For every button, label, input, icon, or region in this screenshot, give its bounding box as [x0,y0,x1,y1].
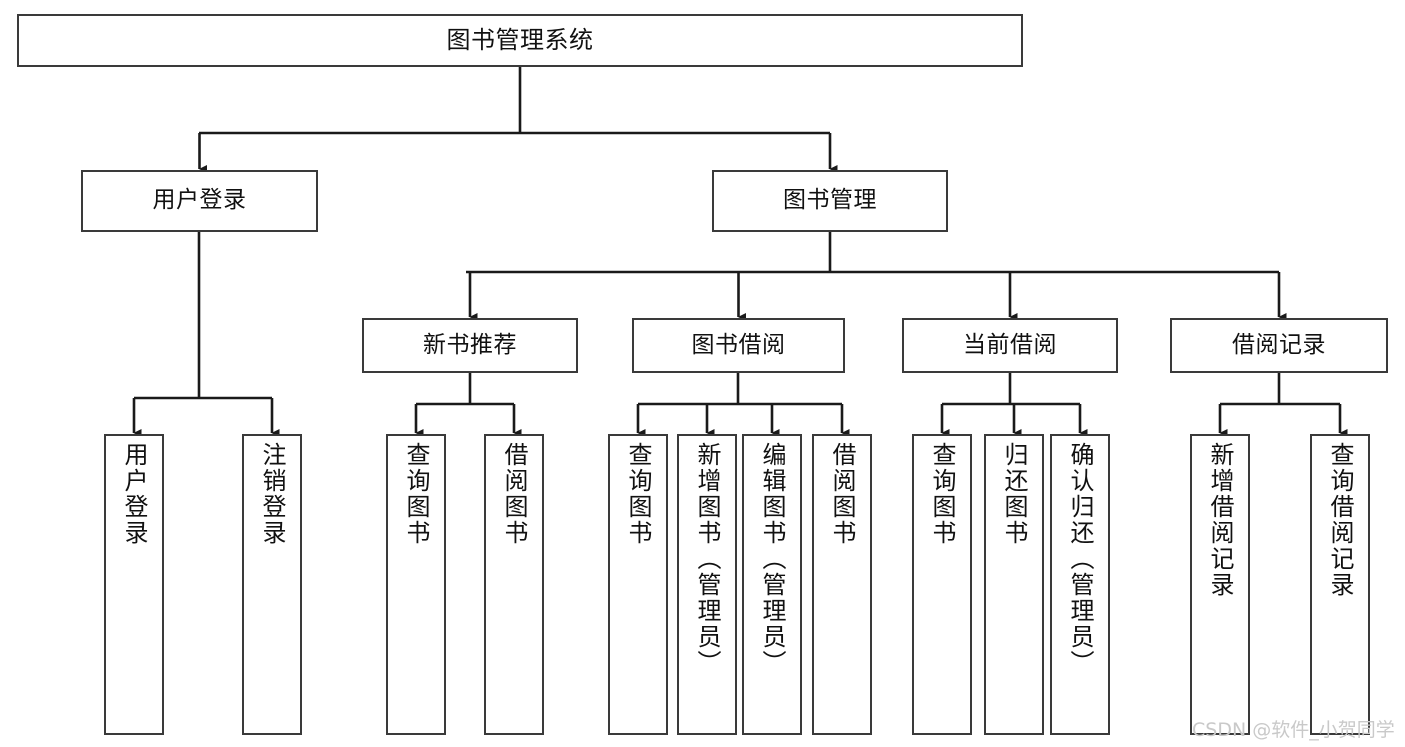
node-book-borrowing[interactable]: 图书借阅 [632,318,845,373]
node-leaf-query-book-3[interactable]: 查询图书 [912,434,972,735]
node-leaf-query-book-1[interactable]: 查询图书 [386,434,446,735]
node-label: 查询图书 [402,442,430,546]
node-label: 用户登录 [120,442,148,546]
node-label: 查询图书 [928,442,956,546]
node-label: 当前借阅 [963,331,1057,358]
node-label: 查询图书 [624,442,652,546]
node-label: 图书管理 [783,187,877,214]
csdn-watermark: CSDN @软件_小贺同学 [1192,719,1395,741]
node-leaf-user-login[interactable]: 用户登录 [104,434,164,735]
node-leaf-return-book[interactable]: 归还图书 [984,434,1044,735]
node-leaf-confirm-return-admin[interactable]: 确认归还（管理员） [1050,434,1110,735]
node-current-borrowing[interactable]: 当前借阅 [902,318,1118,373]
node-label: 查询借阅记录 [1326,442,1354,598]
node-new-book-recommendation[interactable]: 新书推荐 [362,318,578,373]
node-label: 注销登录 [258,442,286,546]
node-leaf-add-book-admin[interactable]: 新增图书（管理员） [677,434,737,735]
node-leaf-borrow-book-2[interactable]: 借阅图书 [812,434,872,735]
node-label: 借阅图书 [500,442,528,546]
node-label: 新增图书（管理员） [693,442,721,676]
node-label: 新书推荐 [423,331,517,358]
node-root-book-management-system[interactable]: 图书管理系统 [17,14,1023,67]
node-leaf-add-borrow-record[interactable]: 新增借阅记录 [1190,434,1250,735]
node-label: 借阅图书 [828,442,856,546]
node-label: 编辑图书（管理员） [758,442,786,676]
node-leaf-query-book-2[interactable]: 查询图书 [608,434,668,735]
node-label: 图书借阅 [691,331,786,358]
node-user-login[interactable]: 用户登录 [81,170,318,232]
node-borrowing-record[interactable]: 借阅记录 [1170,318,1388,373]
node-book-management[interactable]: 图书管理 [712,170,948,232]
node-label: 确认归还（管理员） [1066,442,1094,676]
node-label: 用户登录 [152,187,247,214]
node-label: 新增借阅记录 [1206,442,1234,598]
node-label: 归还图书 [1000,442,1028,546]
node-label: 图书管理系统 [446,26,594,55]
node-leaf-query-borrow-record[interactable]: 查询借阅记录 [1310,434,1370,735]
node-leaf-edit-book-admin[interactable]: 编辑图书（管理员） [742,434,802,735]
node-leaf-borrow-book-1[interactable]: 借阅图书 [484,434,544,735]
node-leaf-logout[interactable]: 注销登录 [242,434,302,735]
node-label: 借阅记录 [1232,331,1326,358]
